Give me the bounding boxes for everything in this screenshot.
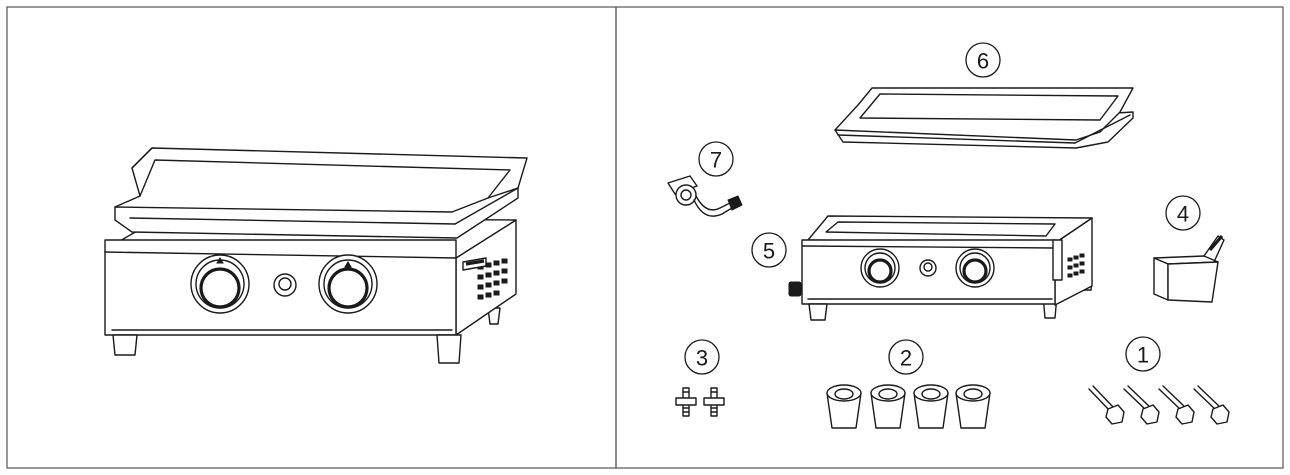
foot-2d bbox=[955, 384, 991, 429]
long-bolt-1b bbox=[1123, 385, 1160, 425]
callout-5: 5 bbox=[751, 232, 787, 268]
bolt-3a bbox=[675, 387, 697, 417]
callout-7-label: 7 bbox=[710, 148, 722, 173]
long-bolt-1d bbox=[1193, 385, 1230, 425]
callout-1-label: 1 bbox=[1137, 343, 1149, 368]
part-5-burner-body bbox=[788, 215, 1093, 321]
callout-3-label: 3 bbox=[696, 346, 708, 371]
callout-3: 3 bbox=[684, 339, 720, 375]
callout-4: 4 bbox=[1165, 195, 1201, 231]
front-left-leg bbox=[112, 334, 138, 356]
left-control-knob bbox=[190, 254, 250, 314]
right-panel-frame bbox=[615, 6, 1284, 469]
ignition-button bbox=[273, 273, 297, 297]
bolt-3b bbox=[703, 387, 725, 417]
part-6-griddle-plate bbox=[834, 87, 1134, 149]
part-7-regulator-hose bbox=[667, 175, 743, 217]
foot-2b bbox=[870, 384, 906, 429]
callout-2-label: 2 bbox=[900, 346, 912, 371]
long-bolt-1a bbox=[1088, 385, 1125, 425]
part-2-feet bbox=[826, 384, 991, 429]
callout-1: 1 bbox=[1125, 336, 1161, 372]
callout-6-label: 6 bbox=[977, 49, 989, 74]
part-4-grease-tray bbox=[1153, 234, 1225, 303]
right-control-knob bbox=[318, 254, 378, 314]
part-5-vent-slots bbox=[1067, 253, 1085, 278]
assembled-griddle bbox=[104, 147, 528, 364]
callout-7: 7 bbox=[698, 141, 734, 177]
part-1-long-bolts bbox=[1088, 385, 1230, 425]
callout-6: 6 bbox=[965, 42, 1001, 78]
long-bolt-1c bbox=[1158, 385, 1195, 425]
callout-5-label: 5 bbox=[763, 239, 775, 264]
foot-2a bbox=[826, 384, 862, 429]
griddle-plate bbox=[114, 147, 528, 239]
foot-2c bbox=[913, 384, 949, 429]
callout-2: 2 bbox=[888, 339, 924, 375]
part-3-bolts bbox=[675, 387, 725, 417]
callout-4-label: 4 bbox=[1177, 202, 1189, 227]
front-right-leg bbox=[436, 334, 462, 364]
